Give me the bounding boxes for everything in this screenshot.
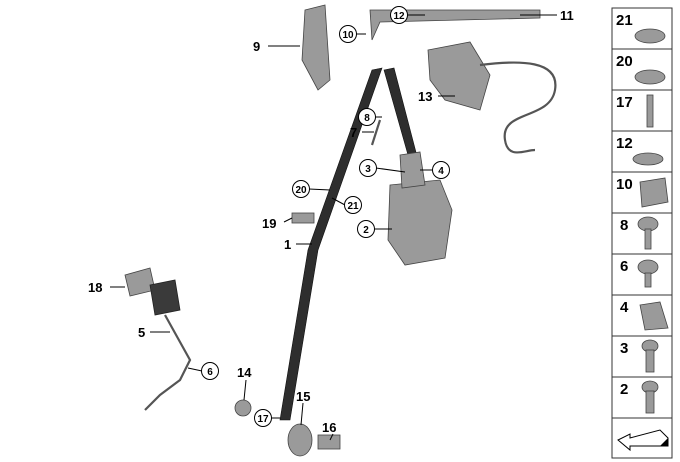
belt-retractor <box>387 179 453 266</box>
part-number: 17 <box>616 94 633 111</box>
bracket <box>301 4 331 91</box>
callout-12[interactable]: 12 <box>390 6 408 24</box>
callout-21[interactable]: 21 <box>344 196 362 214</box>
retractor-bracket <box>399 151 426 189</box>
part-cell-20[interactable]: 20 <box>611 48 673 91</box>
part-cell-12[interactable]: 12 <box>611 130 673 173</box>
flange-nut-icon <box>632 152 664 166</box>
callout-3-label: 3 <box>365 164 371 175</box>
motor-unit <box>427 41 491 111</box>
part-cell-2[interactable]: 2 <box>611 376 673 419</box>
callout-10[interactable]: 10 <box>339 25 357 43</box>
height-adjuster-rail <box>369 9 541 41</box>
part-cell-3[interactable]: 3 <box>611 335 673 378</box>
callout-10-label: 10 <box>342 30 354 41</box>
part-number: 3 <box>620 340 628 357</box>
part-number: 21 <box>616 12 633 29</box>
end-fitting <box>287 423 313 457</box>
callout-17-label: 17 <box>257 414 269 425</box>
clip-washer-icon <box>634 69 666 85</box>
part-number: 10 <box>616 176 633 193</box>
callout-2[interactable]: 2 <box>357 220 375 238</box>
part-number: 2 <box>620 381 628 398</box>
bolt-icon <box>646 94 654 128</box>
leader-lines <box>110 14 557 441</box>
belt-buckle <box>149 279 181 316</box>
spacer <box>234 399 252 417</box>
guide-rod <box>370 119 382 146</box>
part-number: 8 <box>620 217 628 234</box>
part-cell-8[interactable]: 8 <box>611 212 673 255</box>
callout-20[interactable]: 20 <box>292 180 310 198</box>
belt-stopper <box>291 212 315 224</box>
buckle-cable <box>144 314 192 411</box>
part-cell-17[interactable]: 17 <box>611 89 673 132</box>
callout-15[interactable]: 15 <box>296 389 310 404</box>
callout-6[interactable]: 6 <box>201 362 219 380</box>
part-cell-arrow[interactable] <box>611 417 673 459</box>
callout-16[interactable]: 16 <box>322 420 336 435</box>
cap-nut-icon <box>634 28 666 44</box>
part-cell-21[interactable]: 21 <box>611 7 673 50</box>
cage-nut-icon <box>639 301 669 331</box>
callout-11[interactable]: 11 <box>560 8 574 23</box>
clip-nut-icon <box>639 177 669 208</box>
part-number: 20 <box>616 53 633 70</box>
callout-4-label: 4 <box>438 166 444 177</box>
callout-8[interactable]: 8 <box>358 108 376 126</box>
motor-cable <box>479 61 557 154</box>
callout-4[interactable]: 4 <box>432 161 450 179</box>
screw-icon <box>637 259 659 275</box>
part-cell-4[interactable]: 4 <box>611 294 673 337</box>
part-cell-10[interactable]: 10 <box>611 171 673 214</box>
part-cell-6[interactable]: 6 <box>611 253 673 296</box>
callout-7[interactable]: 7 <box>350 125 357 140</box>
callout-20-label: 20 <box>295 185 307 196</box>
callout-19[interactable]: 19 <box>262 216 276 231</box>
callout-5[interactable]: 5 <box>138 325 145 340</box>
callout-12-label: 12 <box>393 11 405 22</box>
callout-3[interactable]: 3 <box>359 159 377 177</box>
callout-21-label: 21 <box>347 201 359 212</box>
callout-13[interactable]: 13 <box>418 89 432 104</box>
part-number: 12 <box>616 135 633 152</box>
callout-1[interactable]: 1 <box>284 237 291 252</box>
part-number: 6 <box>620 258 628 275</box>
buckle-cover <box>124 267 156 297</box>
callout-18[interactable]: 18 <box>88 280 102 295</box>
seat-belt-upper-strap <box>383 67 419 163</box>
callout-9[interactable]: 9 <box>253 39 260 54</box>
callout-14[interactable]: 14 <box>237 365 252 380</box>
parts-column: 21 20 17 12 10 8 6 4 3 2 <box>611 7 673 459</box>
callout-8-label: 8 <box>364 113 370 124</box>
anchor-bolt <box>317 434 341 450</box>
part-number: 4 <box>620 299 629 316</box>
callout-2-label: 2 <box>363 225 369 236</box>
callout-17[interactable]: 17 <box>254 409 272 427</box>
callout-6-label: 6 <box>207 367 213 378</box>
seat-belt-webbing <box>279 67 383 421</box>
